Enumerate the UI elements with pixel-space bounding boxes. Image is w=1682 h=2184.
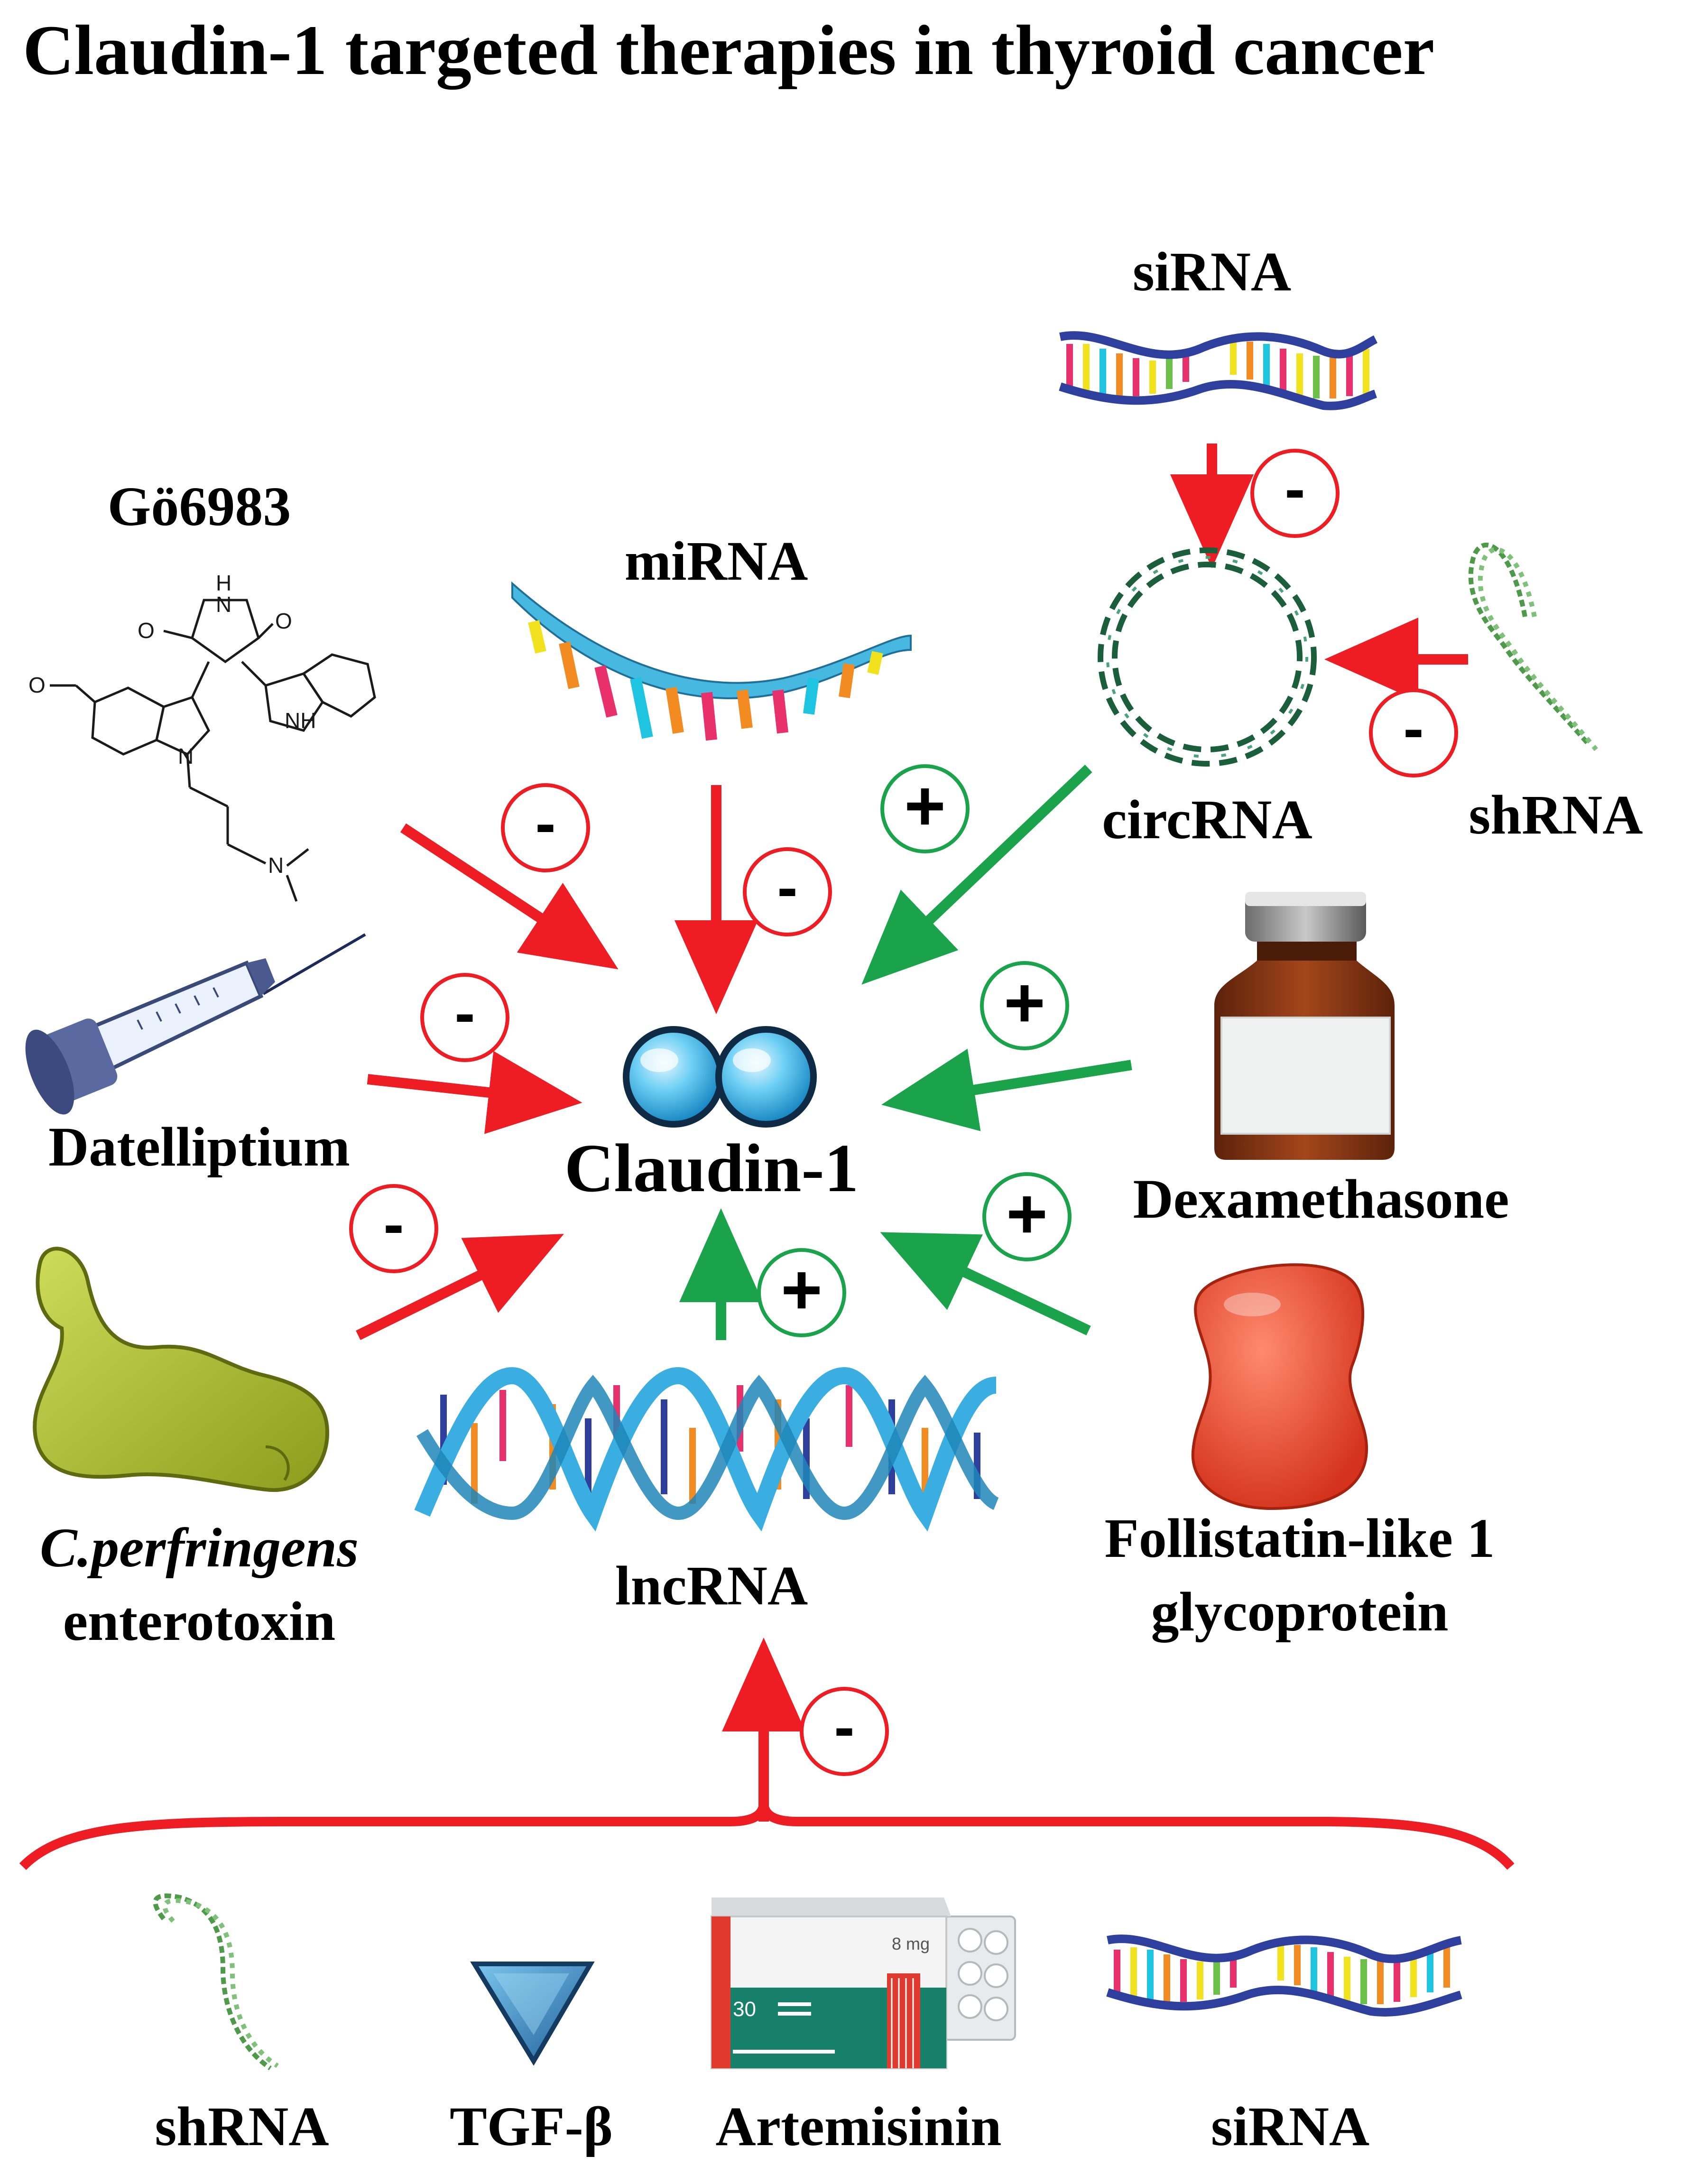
claudin-icon	[623, 1026, 817, 1128]
atom-o3: O	[28, 673, 46, 697]
tgf-beta-label: TGF-β	[449, 2095, 613, 2157]
shrna-right-label: shRNA	[1469, 784, 1643, 846]
sign-bottom-text: -	[834, 1692, 854, 1761]
cpe-label-line2: enterotoxin	[63, 1590, 336, 1652]
sign-sirna-top: -	[1250, 449, 1340, 538]
dexamethasone-bottle-icon	[1214, 892, 1395, 1160]
shrna-bottom-icon	[153, 1893, 279, 2071]
atom-o1: O	[275, 609, 292, 633]
atom-h: H	[216, 571, 231, 595]
arrow-dexamethasone-activate	[881, 1048, 1132, 1131]
sign-go6983-text: -	[535, 788, 555, 858]
sirna-top-label: siRNA	[1132, 241, 1292, 303]
atom-o2: O	[138, 618, 155, 643]
sirna-bottom-label: siRNA	[1211, 2095, 1370, 2157]
sirna-bottom-icon	[1106, 1934, 1462, 2017]
sign-cpe: -	[349, 1184, 438, 1273]
artemisinin-box-count: 30	[733, 1998, 756, 2021]
lncrna-label: lncRNA	[615, 1555, 808, 1617]
tgf-beta-icon	[470, 1962, 595, 2066]
sign-cpe-text: -	[383, 1189, 404, 1259]
arrow-cpe-inhibit	[356, 1234, 564, 1340]
fstl1-label-line2: glycoprotein	[1151, 1581, 1449, 1643]
artemisinin-box-dose: 8 mg	[892, 1934, 930, 1953]
bottom-brace	[19, 1802, 1515, 1870]
sign-dexamethasone: +	[980, 961, 1069, 1050]
sign-mirna: -	[743, 847, 832, 936]
go6983-label: Gö6983	[107, 475, 291, 537]
sign-go6983: -	[501, 783, 590, 872]
atom-n1: N	[216, 592, 231, 617]
sign-sirna-top-text: -	[1285, 454, 1305, 523]
sign-fstl1-text: +	[1006, 1174, 1048, 1253]
sign-circrna-text: +	[904, 766, 946, 845]
shrna-right-icon	[1468, 542, 1598, 751]
artemisinin-label: Artemisinin	[715, 2095, 1002, 2157]
syringe-icon	[25, 933, 366, 1115]
diagram-title: Claudin-1 targeted therapies in thyroid …	[23, 11, 1435, 90]
sign-mirna-text: -	[777, 852, 797, 922]
sirna-top-icon	[1059, 331, 1378, 410]
mirna-icon	[511, 581, 912, 741]
sign-bottom: -	[800, 1687, 889, 1776]
fstl1-protein-icon	[1191, 1263, 1368, 1510]
lncrna-icon	[414, 1367, 999, 1532]
sign-shrna-right: -	[1369, 688, 1458, 777]
arrow-datelliptium-inhibit	[367, 1051, 582, 1134]
atom-n3: N	[268, 853, 284, 878]
cpe-label-line1: C.perfringens	[39, 1517, 359, 1579]
fstl1-label-line1: Follistatin-like 1	[1104, 1507, 1495, 1569]
sign-datelliptium: -	[420, 973, 509, 1062]
sign-fstl1: +	[982, 1172, 1072, 1261]
mirna-label: miRNA	[624, 530, 808, 592]
artemisinin-box-icon: 30 8 mg	[711, 1897, 1016, 2069]
sign-circrna: +	[880, 764, 970, 853]
datelliptium-label: Datelliptium	[48, 1116, 350, 1178]
sign-lncrna-text: +	[781, 1249, 823, 1329]
shrna-bottom-label: shRNA	[155, 2095, 329, 2157]
dexamethasone-label: Dexamethasone	[1133, 1168, 1509, 1230]
cpe-toxin-icon	[33, 1247, 330, 1492]
sign-dexamethasone-text: +	[1004, 962, 1045, 1042]
sign-lncrna: +	[757, 1248, 846, 1337]
atom-n2: N	[178, 744, 194, 768]
arrow-fstl1-activate	[880, 1232, 1091, 1335]
sign-datelliptium-text: -	[454, 978, 475, 1047]
go6983-molecule-icon: H N O O NH N N O	[28, 571, 376, 902]
arrow-circrna-activate	[861, 765, 1092, 985]
sign-shrna-right-text: -	[1403, 694, 1423, 763]
arrow-go6983-inhibit	[400, 823, 619, 970]
claudin-label: Claudin-1	[564, 1130, 859, 1206]
circrna-label: circRNA	[1102, 788, 1312, 851]
atom-nh: NH	[285, 708, 316, 733]
circrna-icon	[1098, 547, 1317, 767]
